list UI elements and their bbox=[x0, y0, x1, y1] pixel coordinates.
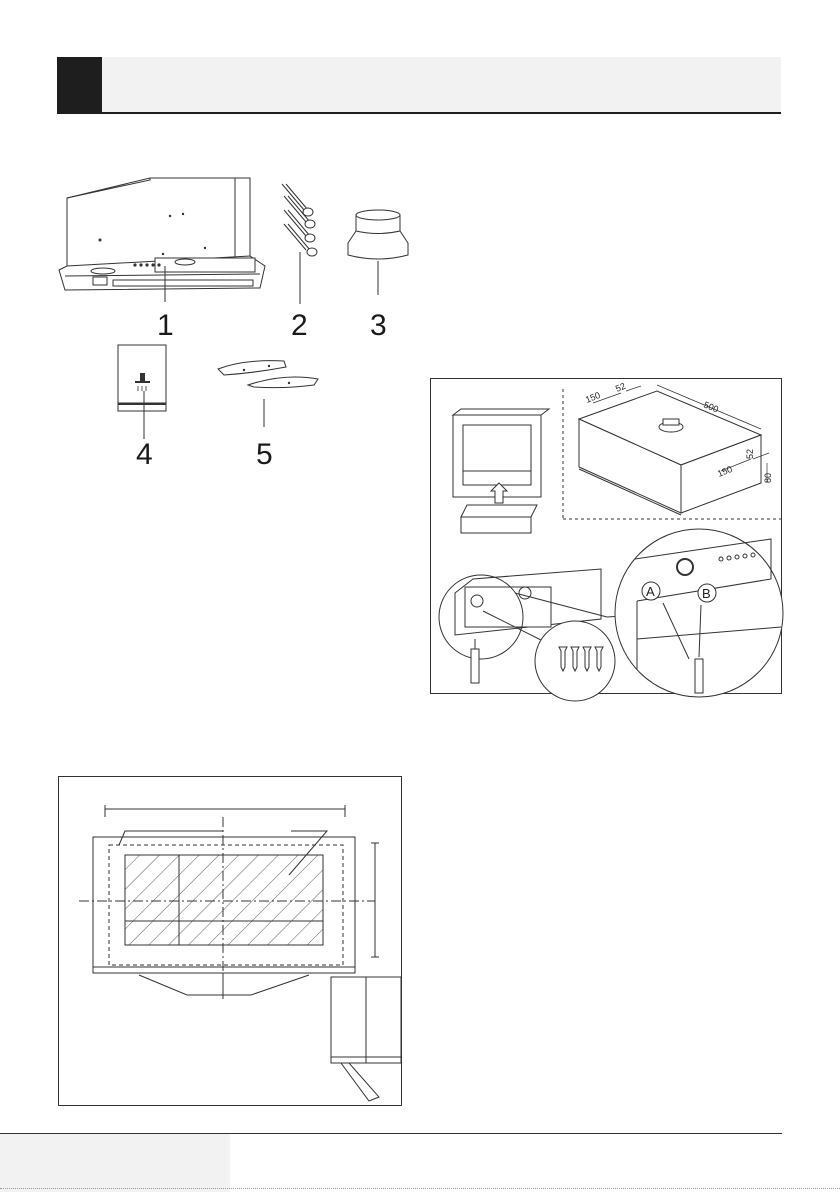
flaps-icon bbox=[214, 355, 324, 435]
hood-unit-icon bbox=[55, 170, 285, 300]
part-number-4: 4 bbox=[136, 440, 153, 470]
cutout-figure bbox=[58, 776, 402, 1106]
manual-booklet-icon bbox=[118, 345, 168, 440]
dim-label-52-top: 52 bbox=[614, 381, 627, 394]
part-number-5: 5 bbox=[256, 440, 273, 470]
footer-bar bbox=[0, 1133, 230, 1192]
footer-divider bbox=[0, 1133, 782, 1134]
part-number-1: 1 bbox=[157, 311, 174, 341]
screws-icon bbox=[278, 182, 328, 307]
duct-adapter-icon bbox=[340, 205, 420, 295]
section-header-marker bbox=[57, 57, 102, 114]
part-number-2: 2 bbox=[291, 311, 308, 341]
dim-label-150-top: 150 bbox=[584, 390, 602, 405]
page-edge-guide bbox=[0, 1188, 840, 1189]
part-number-3: 3 bbox=[370, 311, 387, 341]
callout-b: B bbox=[702, 586, 711, 601]
dim-label-80: 80 bbox=[763, 473, 773, 483]
callout-a: A bbox=[646, 584, 655, 599]
dim-label-52-side: 52 bbox=[745, 449, 755, 459]
section-header-bar bbox=[57, 57, 781, 114]
installation-figure: 150 52 500 150 52 80 bbox=[430, 378, 782, 694]
